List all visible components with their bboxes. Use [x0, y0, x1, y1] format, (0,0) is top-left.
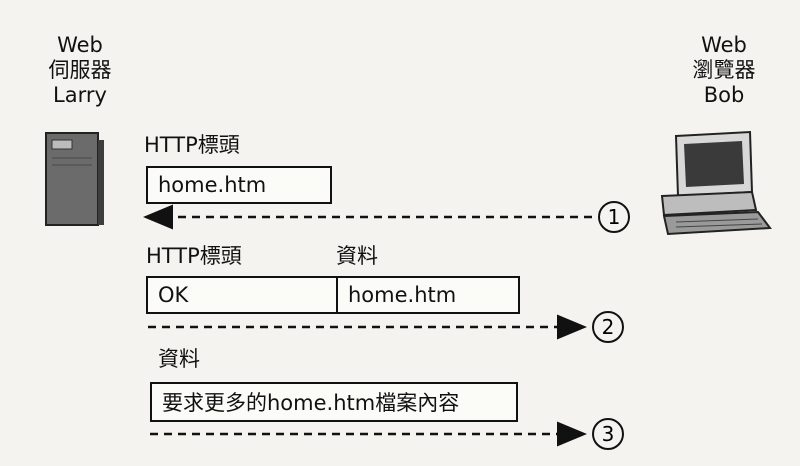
- server-caption-line-2: 伺服器: [48, 58, 112, 82]
- browser-caption-line-2: 瀏覽器: [692, 58, 756, 82]
- message-3-box-text: 要求更多的home.htm檔案內容: [162, 391, 460, 415]
- message-3-data-label: 資料: [158, 347, 200, 371]
- step-1-number: 1: [608, 205, 621, 229]
- step-3-number: 3: [602, 422, 615, 446]
- message-2-cell-ok: OK: [158, 283, 189, 307]
- message-1-box: home.htm: [146, 166, 332, 204]
- message-2-header-label: HTTP標頭: [146, 244, 242, 268]
- step-2-number: 2: [602, 315, 615, 339]
- message-1-box-text: home.htm: [158, 173, 267, 197]
- step-2-circle: [592, 311, 624, 343]
- browser-caption-line-1: Web: [701, 33, 747, 57]
- browser-caption-line-3: Bob: [703, 83, 745, 107]
- step-3-circle: [592, 418, 624, 450]
- server-caption: Web 伺服器 Larry: [10, 33, 150, 108]
- message-2-box: OK home.htm: [146, 276, 520, 314]
- message-2-cell-file: home.htm: [336, 278, 518, 312]
- server-caption-line-1: Web: [57, 33, 103, 57]
- message-1-header-label: HTTP標頭: [144, 133, 240, 157]
- step-1-circle: [598, 201, 630, 233]
- server-caption-line-3: Larry: [53, 83, 107, 107]
- browser-caption: Web 瀏覽器 Bob: [654, 33, 794, 108]
- message-3-box: 要求更多的home.htm檔案內容: [150, 382, 518, 422]
- message-2-data-label: 資料: [336, 244, 378, 268]
